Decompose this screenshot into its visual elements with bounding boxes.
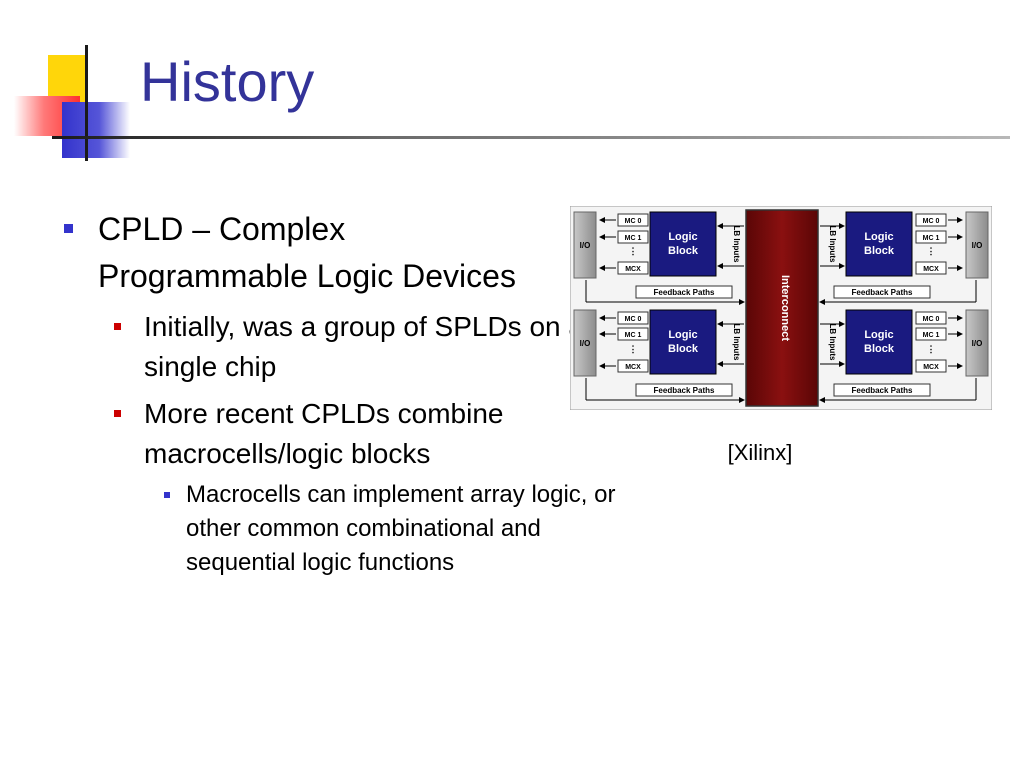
mc1-label: MC 1 — [625, 235, 642, 242]
feedback-paths-box — [833, 285, 931, 299]
bullet-square-icon — [164, 492, 170, 498]
bullet-level2: More recent CPLDs combine macrocells/log… — [56, 394, 614, 474]
lb-inputs-label: LB Inputs — [732, 226, 741, 263]
feedback-paths-label: Feedback Paths — [852, 386, 913, 395]
feedback-paths-box — [635, 285, 733, 299]
mcx-cell — [915, 359, 947, 373]
mc0-label: MC 0 — [923, 316, 940, 323]
feedback-paths-box — [635, 383, 733, 397]
mc0-cell — [617, 311, 649, 325]
mcx-cell — [617, 261, 649, 275]
logic-block — [845, 309, 913, 375]
mc1-label: MC 1 — [923, 332, 940, 339]
mcx-label: MCX — [625, 266, 641, 273]
mc1-cell — [915, 230, 947, 244]
mc0-cell — [617, 213, 649, 227]
quadrant-top-left: I/O MC 0 MC 1 ⋮ MCX Logic Block LB Input… — [573, 211, 745, 305]
feedback-paths-label: Feedback Paths — [654, 288, 715, 297]
logic-block-label: Block — [668, 245, 699, 257]
mc0-cell — [915, 213, 947, 227]
logic-block-label: Block — [864, 245, 895, 257]
title-decoration-vertical-line — [85, 45, 88, 161]
io-block — [965, 309, 989, 377]
mc0-label: MC 0 — [923, 218, 940, 225]
bullet-text: CPLD – Complex Programmable Logic Device… — [98, 211, 516, 294]
mc1-cell — [617, 327, 649, 341]
interconnect-connections — [717, 223, 845, 367]
io-label: I/O — [972, 339, 983, 348]
diagram-caption: [Xilinx] — [727, 440, 793, 465]
bullet-square-icon — [64, 224, 73, 233]
feedback-paths-label: Feedback Paths — [654, 386, 715, 395]
cpld-architecture-diagram: Interconnect I/O MC 0 MC 1 ⋮ MCX Logic B… — [570, 206, 992, 410]
mcx-cell — [915, 261, 947, 275]
io-label: I/O — [580, 241, 591, 250]
logic-block-label: Logic — [864, 329, 893, 341]
svg-text:⋮: ⋮ — [927, 344, 936, 354]
io-block — [573, 309, 597, 377]
feedback-paths-label: Feedback Paths — [852, 288, 913, 297]
slide-title: History — [140, 50, 315, 113]
mc1-label: MC 1 — [625, 332, 642, 339]
logic-block — [649, 211, 717, 277]
logic-block-label: Logic — [668, 231, 697, 243]
bullet-square-icon — [114, 323, 121, 330]
logic-block — [845, 211, 913, 277]
bullet-square-icon — [114, 410, 121, 417]
io-label: I/O — [580, 339, 591, 348]
svg-text:⋮: ⋮ — [629, 344, 638, 354]
mc1-cell — [617, 230, 649, 244]
logic-block-label: Logic — [668, 329, 697, 341]
bullet-text: More recent CPLDs combine macrocells/log… — [144, 398, 504, 469]
bullet-text: Initially, was a group of SPLDs on a sin… — [144, 311, 584, 382]
mcx-label: MCX — [625, 364, 641, 371]
feedback-paths-box — [833, 383, 931, 397]
mcx-cell — [617, 359, 649, 373]
mc1-cell — [915, 327, 947, 341]
mc0-cell — [915, 311, 947, 325]
logic-block — [649, 309, 717, 375]
lb-inputs-label: LB Inputs — [828, 324, 837, 361]
title-underline — [52, 136, 1010, 139]
interconnect-label: Interconnect — [779, 275, 791, 341]
bullet-level3: Macrocells can implement array logic, or… — [56, 478, 646, 580]
interconnect-block — [745, 209, 819, 407]
io-label: I/O — [972, 241, 983, 250]
logic-block-label: Block — [864, 343, 895, 355]
quadrant-bottom-left: I/O MC 0 MC 1 ⋮ MCX Logic Block LB Input… — [573, 309, 745, 403]
mcx-label: MCX — [923, 266, 939, 273]
quadrant-top-right: I/O Logic Block MC 0 MC 1 ⋮ MCX LB Input… — [819, 211, 989, 305]
bullet-level1: CPLD – Complex Programmable Logic Device… — [56, 206, 518, 300]
bullet-level2: Initially, was a group of SPLDs on a sin… — [56, 307, 614, 387]
bullet-text: Macrocells can implement array logic, or… — [186, 481, 616, 576]
mc1-label: MC 1 — [923, 235, 940, 242]
io-block — [965, 211, 989, 279]
logic-block-label: Block — [668, 343, 699, 355]
title-decoration-blue — [62, 102, 130, 158]
lb-inputs-label: LB Inputs — [828, 226, 837, 263]
logic-block-label: Logic — [864, 231, 893, 243]
lb-inputs-label: LB Inputs — [732, 324, 741, 361]
mcx-label: MCX — [923, 364, 939, 371]
bullet-list: CPLD – Complex Programmable Logic Device… — [56, 206, 615, 580]
svg-text:⋮: ⋮ — [629, 246, 638, 256]
quadrant-bottom-right: I/O Logic Block MC 0 MC 1 ⋮ MCX LB Input… — [819, 309, 989, 403]
mc0-label: MC 0 — [625, 316, 642, 323]
svg-text:⋮: ⋮ — [927, 246, 936, 256]
io-block — [573, 211, 597, 279]
mc0-label: MC 0 — [625, 218, 642, 225]
